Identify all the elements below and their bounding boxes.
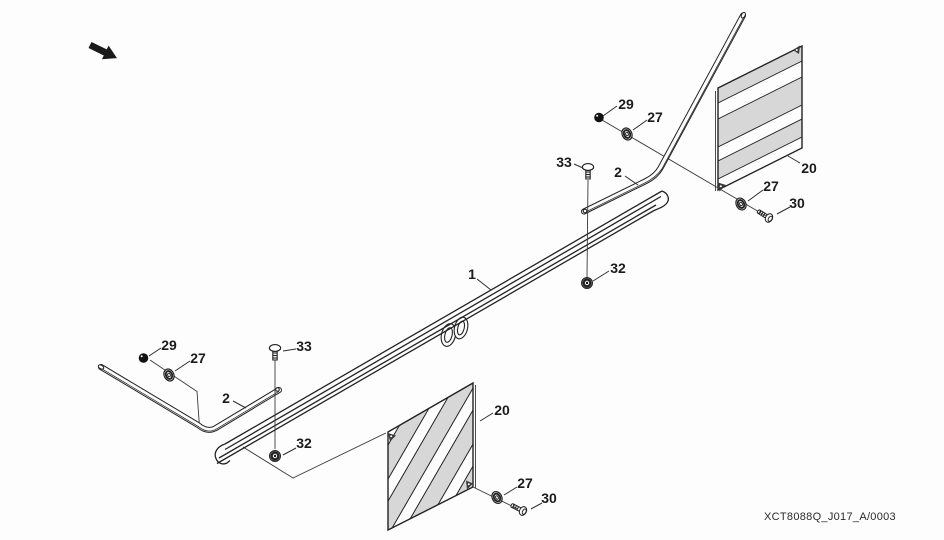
warning-panel-bottom	[387, 381, 477, 532]
callout-20-bottom: 20	[494, 402, 510, 418]
stripe	[388, 383, 473, 530]
nut-29-lower	[138, 353, 149, 363]
washer-association-line	[149, 359, 200, 428]
rod-lower-part-2	[97, 364, 282, 433]
callout-27-lower: 27	[190, 350, 206, 366]
callout-2-lower: 2	[222, 390, 230, 406]
corner-hole	[719, 185, 722, 188]
stripe	[718, 109, 802, 189]
rod-end-hole	[275, 387, 280, 392]
panel-association-line	[242, 432, 387, 479]
callout-30-panel-bottom: 30	[541, 490, 557, 506]
corner-mark	[388, 433, 396, 442]
callout-27-panel-right: 27	[763, 178, 779, 194]
warning-panel-right	[715, 44, 803, 192]
callout-29-upper: 29	[618, 96, 634, 112]
callout-33-lower: 33	[296, 338, 312, 354]
callout-20-right: 20	[801, 160, 817, 176]
callout-32-upper: 32	[610, 260, 626, 276]
washer-27-upper	[621, 127, 633, 141]
callout-labels: 29 27 33 2 32 1 20 27 30 29 27 33 2 32 2…	[161, 96, 817, 506]
bolt-30-panel-right	[756, 209, 774, 223]
stripe	[388, 383, 473, 530]
washer-27-panel-bottom	[491, 490, 503, 505]
panel-outline	[717, 44, 803, 192]
callout-2-upper: 2	[614, 164, 622, 180]
callout-30-panel-right: 30	[789, 195, 805, 211]
nut-32-upper	[580, 277, 593, 290]
rod-end-hole	[582, 208, 588, 214]
callout-1-rail: 1	[468, 266, 476, 282]
corner-hole	[795, 49, 798, 51]
rail-part-1	[214, 190, 669, 465]
rail-end-profile-right	[653, 190, 669, 212]
rod-upper-part-2	[581, 11, 746, 215]
callout-leader-lines	[148, 105, 801, 510]
nut-29-upper	[594, 112, 604, 123]
drawing-code: XCT8088Q_J017_A/0003	[764, 511, 896, 523]
callout-27-upper: 27	[647, 109, 663, 125]
screw-axis-upper	[586, 179, 589, 278]
corner-hole	[390, 435, 393, 438]
stripe	[718, 67, 802, 157]
rod-end-cap	[740, 11, 746, 19]
corner-hole	[467, 483, 470, 486]
rail-end-profile-left	[214, 443, 231, 465]
washer-27-lower	[163, 368, 175, 382]
stripe	[388, 383, 473, 530]
rod-end-cap	[97, 364, 105, 370]
callout-32-lower: 32	[296, 435, 312, 451]
callout-27-panel-bottom: 27	[517, 475, 533, 491]
screw-axis-lines	[274, 179, 589, 449]
callout-33-upper: 33	[556, 154, 572, 170]
screw-33-lower	[268, 344, 282, 361]
southeast-arrow-icon	[88, 41, 117, 60]
screw-33-upper	[581, 163, 595, 180]
bolt-30-panel-bottom	[510, 503, 528, 516]
nut-32-lower	[269, 450, 282, 463]
washer-27-panel-right	[735, 197, 747, 211]
callout-29-lower: 29	[161, 337, 177, 353]
